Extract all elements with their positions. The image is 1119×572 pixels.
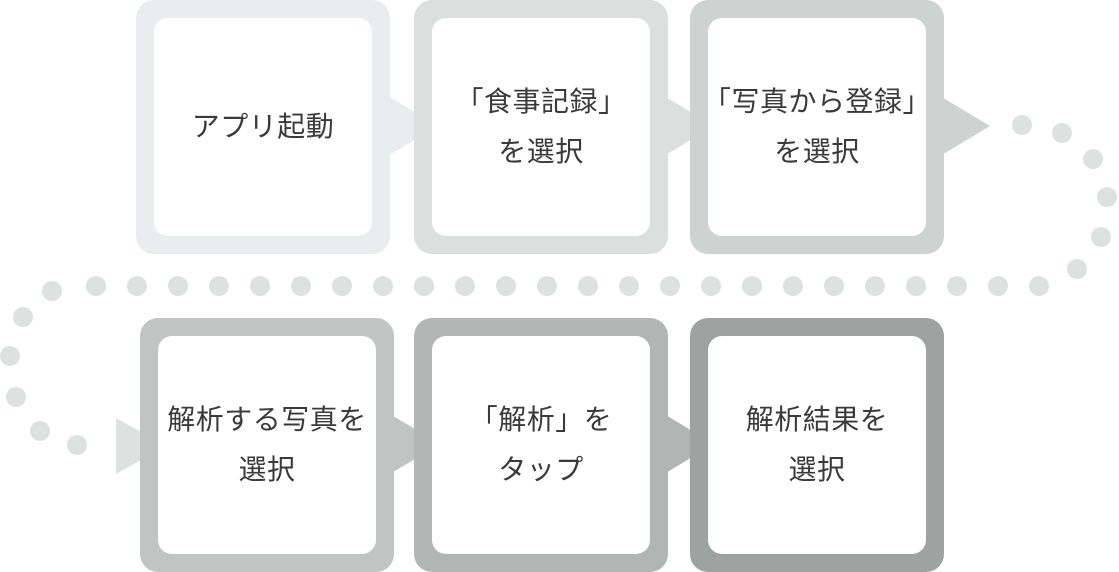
step-1-card: アプリ起動 xyxy=(154,18,372,236)
connector-dot xyxy=(1012,115,1032,135)
step-3-select-register-from-photo: 「写真から登録」 を選択 xyxy=(690,0,944,254)
connector-dot xyxy=(1083,149,1103,169)
connector-dot xyxy=(209,276,229,296)
connector-dot xyxy=(783,276,803,296)
connector-dot xyxy=(42,281,62,301)
dotted-connector-path xyxy=(0,115,1117,455)
connector-dot xyxy=(947,276,967,296)
step-1-launch-app: アプリ起動 xyxy=(136,0,390,254)
step-3-label-line-2: を選択 xyxy=(774,135,860,168)
connector-dot xyxy=(660,276,680,296)
connector-dot xyxy=(455,276,475,296)
step-3-card: 「写真から登録」 を選択 xyxy=(703,18,931,236)
step-6-select-result: 解析結果を 選択 xyxy=(690,318,944,572)
step-4-card: 解析する写真を 選択 xyxy=(158,336,376,554)
step-5-tap-analyze: 「解析」を タップ xyxy=(414,318,668,572)
arrow-3-out xyxy=(940,96,990,156)
connector-dot xyxy=(1067,259,1087,279)
step-3-label-line-1: 「写真から登録」 xyxy=(703,85,932,118)
connector-dot xyxy=(1097,187,1117,207)
step-5-label-line-1: 「解析」を xyxy=(469,403,613,436)
step-2-card: 「食事記録」 を選択 xyxy=(432,18,650,236)
connector-dot xyxy=(127,276,147,296)
step-4-label-line-2: 選択 xyxy=(238,453,296,486)
step-4-label-line-1: 解析する写真を xyxy=(167,403,367,436)
connector-dot xyxy=(30,421,50,441)
connector-dot xyxy=(1029,276,1049,296)
connector-dot xyxy=(414,276,434,296)
connector-dot xyxy=(824,276,844,296)
connector-dot xyxy=(619,276,639,296)
connector-dot xyxy=(906,276,926,296)
connector-dot xyxy=(373,276,393,296)
connector-dot xyxy=(168,276,188,296)
connector-dot xyxy=(1052,123,1072,143)
connector-dot xyxy=(496,276,516,296)
arrow-2-to-3 xyxy=(664,96,714,156)
step-2-label-line-2: を選択 xyxy=(498,135,584,168)
connector-dot xyxy=(578,276,598,296)
step-4-select-photo: 解析する写真を 選択 xyxy=(140,318,394,572)
step-5-label-line-2: タップ xyxy=(498,453,584,486)
step-1-label: アプリ起動 xyxy=(191,110,335,143)
connector-dot xyxy=(250,276,270,296)
connector-dot xyxy=(291,276,311,296)
arrow-1-to-2 xyxy=(388,96,438,156)
connector-dot xyxy=(332,276,352,296)
connector-dot xyxy=(6,387,26,407)
step-5-card: 「解析」を タップ xyxy=(432,336,650,554)
connector-dot xyxy=(67,435,87,455)
connector-dot xyxy=(1091,227,1111,247)
step-6-label-line-1: 解析結果を xyxy=(745,403,889,436)
step-6-label-line-2: 選択 xyxy=(788,453,846,486)
connector-dot xyxy=(865,276,885,296)
connector-dot xyxy=(86,276,106,296)
connector-dot xyxy=(742,276,762,296)
arrow-5-to-6 xyxy=(664,414,714,474)
connector-dot xyxy=(701,276,721,296)
connector-dot xyxy=(13,307,33,327)
step-2-select-meal-record: 「食事記録」 を選択 xyxy=(414,0,668,254)
step-6-card: 解析結果を 選択 xyxy=(708,336,926,554)
connector-dot xyxy=(988,276,1008,296)
step-2-label-line-1: 「食事記録」 xyxy=(455,85,627,118)
connector-dot xyxy=(537,276,557,296)
connector-dot xyxy=(0,346,20,366)
